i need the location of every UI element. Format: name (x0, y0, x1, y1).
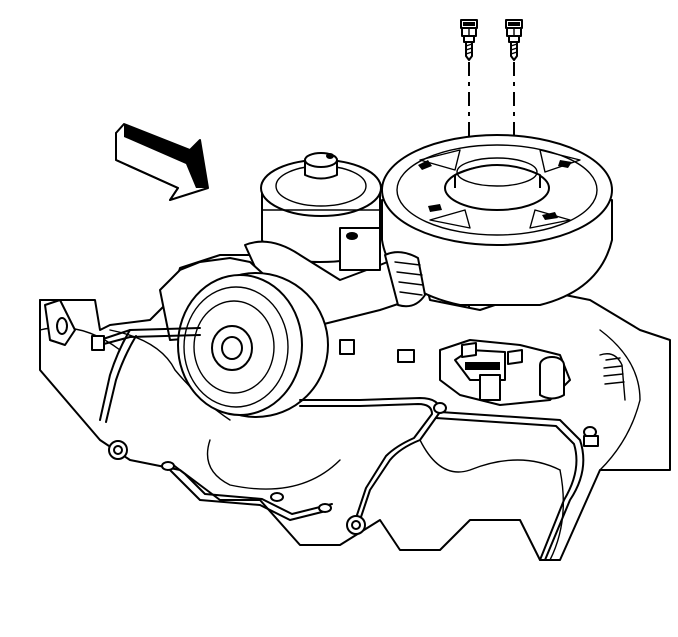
bolt-icon (460, 19, 478, 61)
filter-housing (260, 152, 382, 263)
harmonic-balancer (381, 134, 613, 306)
tube-lines (39, 299, 585, 561)
sensor-component (439, 339, 626, 406)
direction-arrow-icon (115, 123, 209, 201)
bolt-icon (505, 19, 523, 61)
small-fasteners (91, 335, 599, 535)
accessory-pulley (159, 257, 329, 418)
